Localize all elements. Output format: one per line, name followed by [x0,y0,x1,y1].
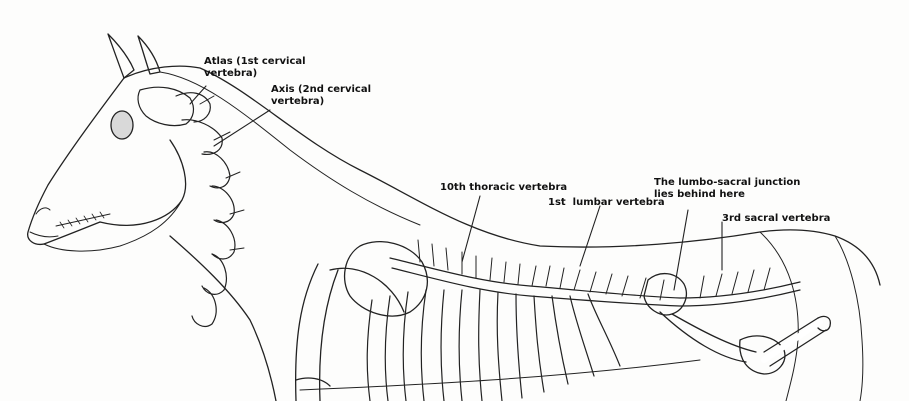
spine [390,240,800,306]
label-1st-lumbar-vertebra: 1st lumbar vertebra [548,197,665,209]
label-lumbo-sacral-junction: The lumbo-sacral junction lies behind he… [654,177,800,201]
scapula-and-foreleg [296,242,428,401]
label-3rd-sacral-vertebra: 3rd sacral vertebra [722,213,830,225]
pelvis [644,274,830,374]
label-atlas: Atlas (1st cervical vertebra) [204,56,306,80]
label-10th-thoracic-vertebra: 10th thoracic vertebra [440,182,567,194]
skull-and-neck-bones [138,87,244,326]
leader-line-1st-lumbar [580,206,600,266]
leader-line-lumbo-sacral [674,210,688,290]
ribcage [367,290,620,401]
leader-line-atlas [190,86,206,104]
label-axis: Axis (2nd cervical vertebra) [271,84,371,108]
